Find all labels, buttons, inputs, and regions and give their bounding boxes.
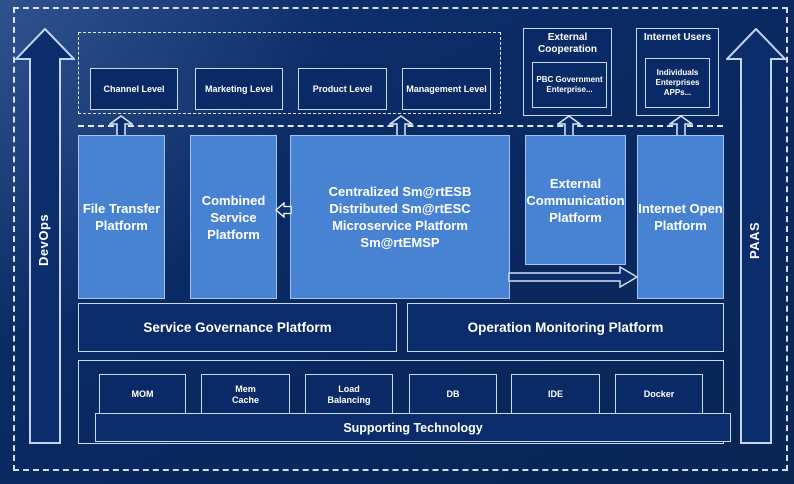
combined-service-platform-box: Combined Service Platform (190, 135, 277, 299)
external-cooperation-members-box: PBC Government Enterprise... (532, 62, 607, 108)
file-transfer-platform-label: File Transfer Platform (82, 201, 161, 233)
operation-monitoring-platform-label: Operation Monitoring Platform (467, 320, 664, 335)
right-arrow-icon (508, 266, 638, 288)
devops-label: DevOps (36, 213, 51, 267)
tech-box-mom: MOM (99, 374, 186, 415)
devops-up-arrow-icon (15, 28, 75, 444)
product-level-box: Product Level (298, 68, 387, 110)
internet-open-platform-label: Internet Open Platform (638, 201, 723, 233)
marketing-level-box: Marketing Level (195, 68, 283, 110)
esb-line-centralized: Centralized Sm@rtESB (328, 184, 472, 199)
supporting-technology-label: Supporting Technology (343, 420, 483, 435)
internet-users-members-box: Individuals Enterprises APPs... (645, 58, 710, 108)
tech-label-mom: MOM (131, 389, 154, 399)
operation-monitoring-platform-bar: Operation Monitoring Platform (407, 303, 724, 352)
supporting-technology-bar: Supporting Technology (95, 413, 731, 442)
combined-service-platform-label: Combined Service Platform (201, 192, 266, 242)
management-level-box: Management Level (402, 68, 491, 110)
tech-box-db: DB (409, 374, 497, 415)
tech-box-load-balancing: Load Balancing (305, 374, 393, 415)
left-arrow-icon (275, 202, 292, 218)
tech-box-mem-cache: Mem Cache (201, 374, 290, 415)
paas-label: PAAS (747, 221, 762, 259)
service-governance-platform-bar: Service Governance Platform (78, 303, 397, 352)
supporting-technology-container: MOM Mem Cache Load Balancing DB IDE Dock… (78, 360, 731, 444)
esb-platform-box: Centralized Sm@rtESB Distributed Sm@rtES… (290, 135, 510, 299)
internet-users-title: Internet Users (643, 32, 712, 43)
tech-label-db: DB (446, 389, 460, 399)
external-communication-platform-label: External Communication Platform (526, 175, 625, 225)
internet-users-box: Internet Users Individuals Enterprises A… (636, 28, 719, 116)
service-governance-platform-label: Service Governance Platform (143, 320, 332, 335)
up-arrow-icon (389, 115, 413, 136)
product-level-label: Product Level (312, 84, 373, 94)
tech-label-docker: Docker (643, 389, 675, 399)
tech-label-ide: IDE (547, 389, 563, 399)
tech-label-load-balancing: Load Balancing (327, 383, 371, 405)
levels-dashed-container (78, 32, 501, 114)
up-arrow-icon (669, 115, 693, 136)
channel-level-label: Channel Level (103, 84, 165, 94)
esb-line-distributed: Distributed Sm@rtESC (329, 201, 471, 216)
outer-dashed-border (13, 7, 788, 471)
external-cooperation-title: External Cooperation (538, 32, 597, 55)
external-communication-platform-box: External Communication Platform (525, 135, 626, 265)
marketing-level-label: Marketing Level (204, 84, 274, 94)
tech-box-docker: Docker (615, 374, 703, 415)
up-arrow-icon (557, 115, 581, 136)
tech-label-mem-cache: Mem Cache (231, 383, 259, 405)
up-arrow-icon (109, 115, 133, 136)
esb-line-microservice: Microservice Platform Sm@rtEMSP (332, 218, 468, 250)
external-cooperation-box: External Cooperation PBC Government Ente… (523, 28, 612, 116)
file-transfer-platform-box: File Transfer Platform (78, 135, 165, 299)
management-level-label: Management Level (406, 84, 487, 94)
channel-level-box: Channel Level (90, 68, 178, 110)
tech-box-ide: IDE (511, 374, 600, 415)
paas-up-arrow-icon (726, 28, 786, 444)
internet-open-platform-box: Internet Open Platform (637, 135, 724, 299)
